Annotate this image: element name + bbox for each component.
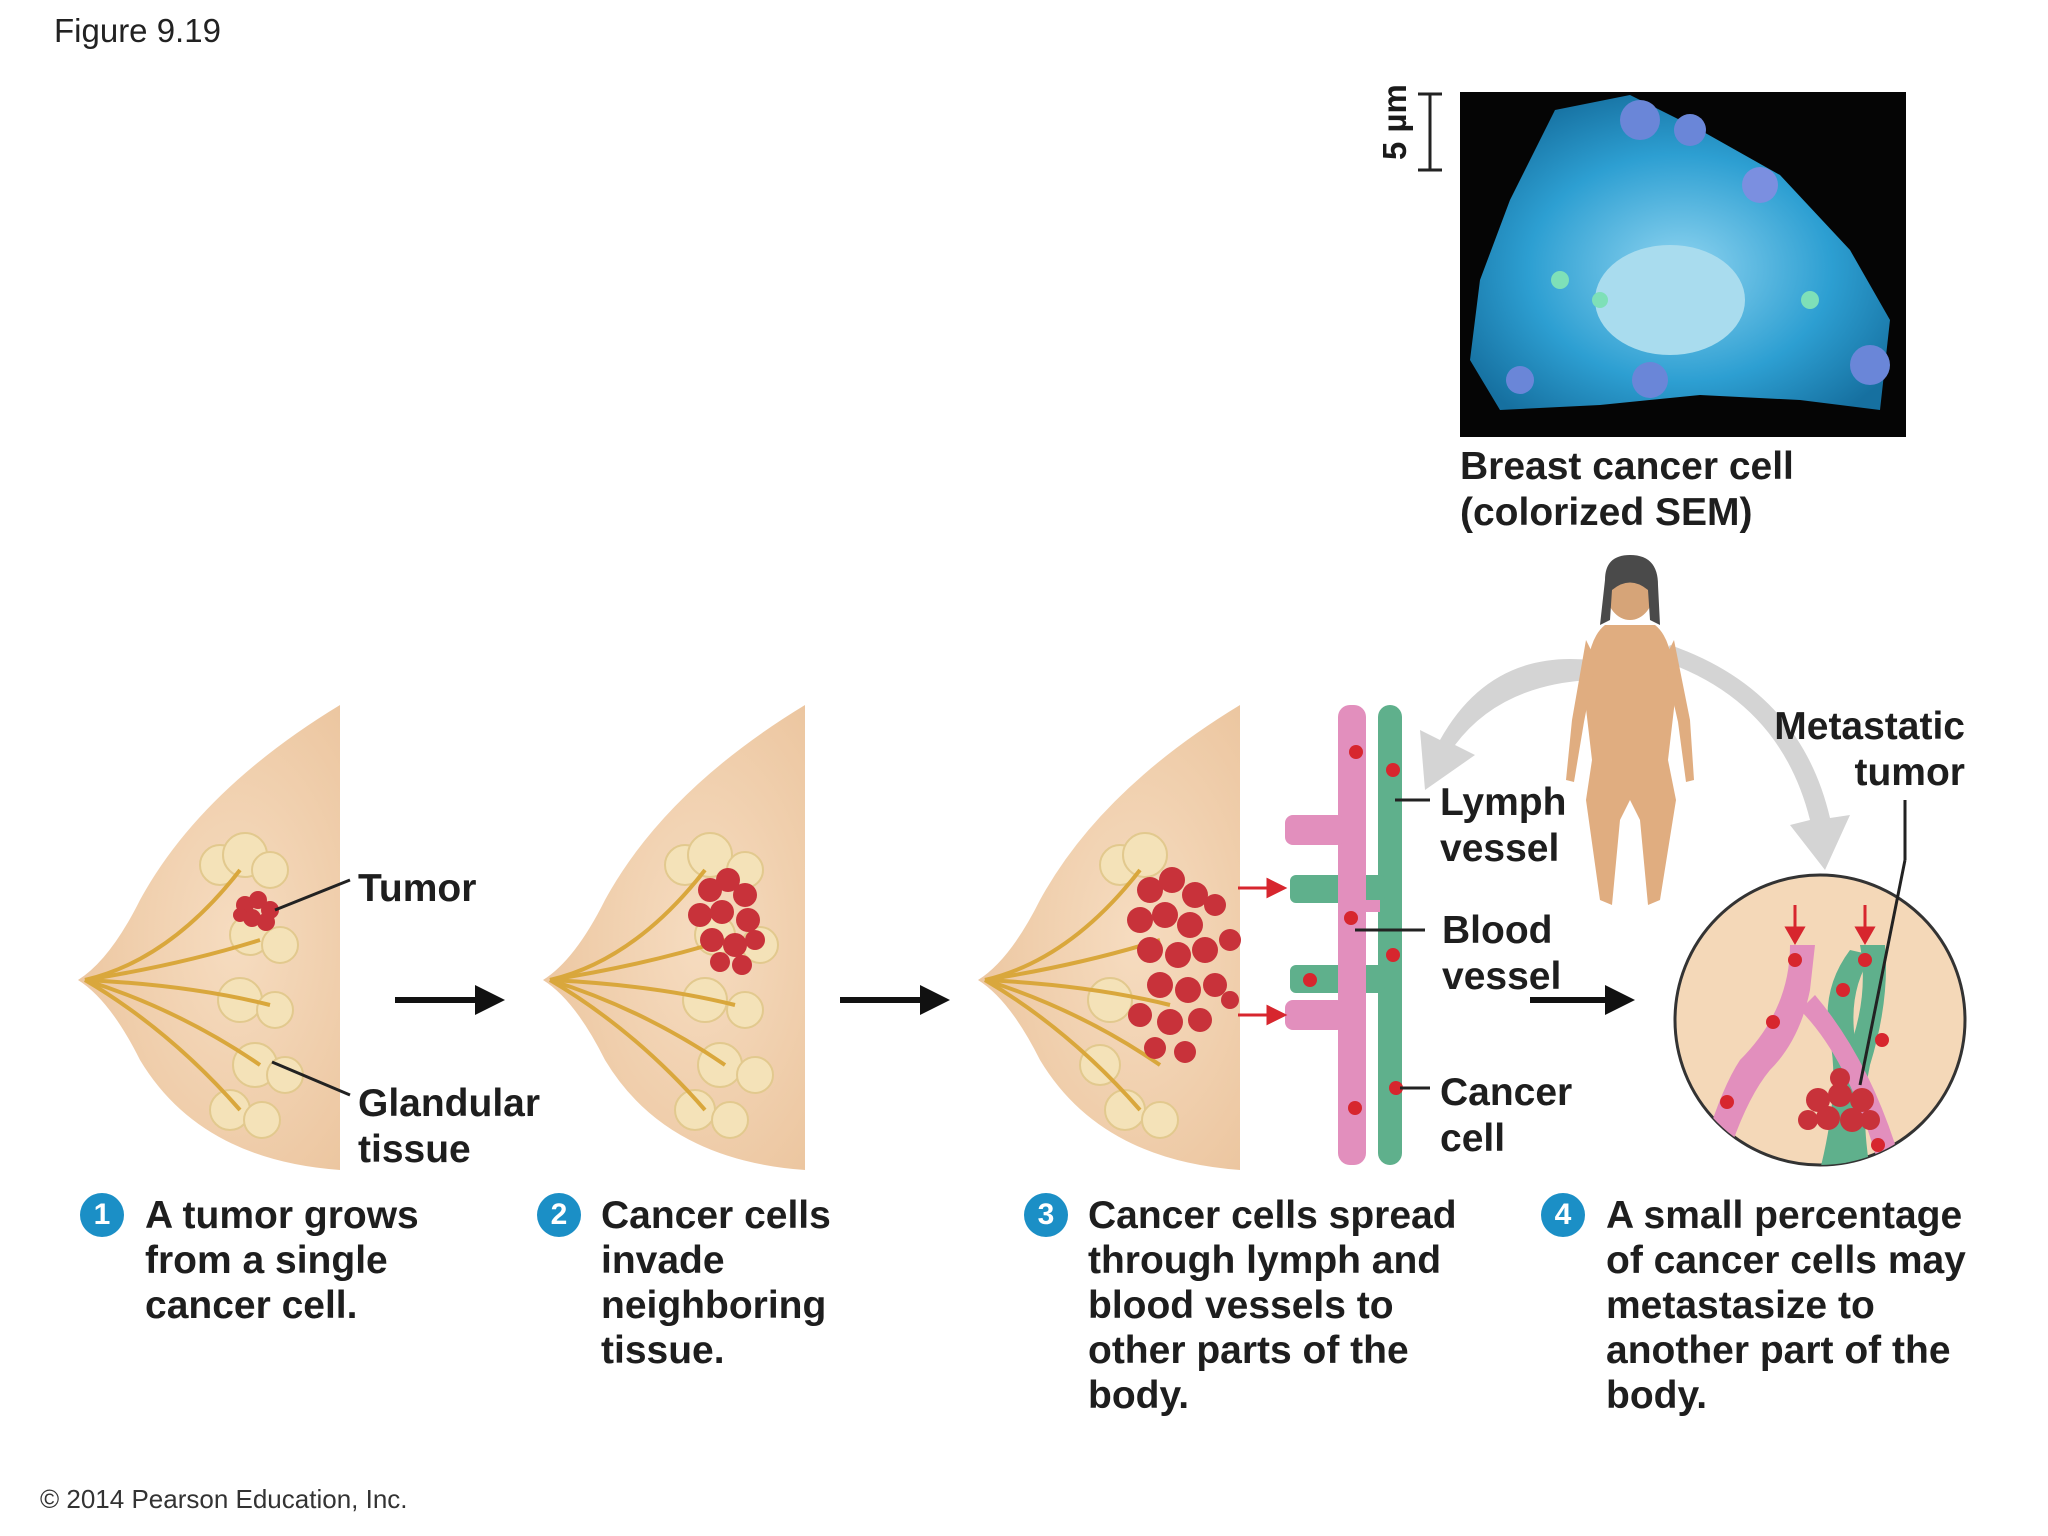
figure-title: Figure 9.19 <box>54 12 221 49</box>
metastatic-leader-2 <box>1858 859 1907 1086</box>
glandular-line1: Glandular <box>358 1082 541 1125</box>
cancer-cells-in-vessels <box>1303 745 1403 1115</box>
scale-bar <box>1418 92 1442 172</box>
sem-caption-line2: (colorized SEM) <box>1460 491 1753 534</box>
step-2-caption: Cancer cells invade neighboring tissue. <box>601 1193 831 1373</box>
metastatic-tumor-label: Metastatic tumor <box>1720 704 1965 796</box>
step-3-line: body. <box>1088 1374 1190 1417</box>
invasion-arrows <box>1238 877 1288 1026</box>
step-1-line: cancer cell. <box>145 1284 358 1327</box>
step-3-line: other parts of the <box>1088 1329 1409 1372</box>
lymph-line2: vessel <box>1440 827 1560 870</box>
step-3-line: Cancer cells spread <box>1088 1194 1457 1237</box>
copyright-notice: © 2014 Pearson Education, Inc. <box>40 1484 408 1514</box>
sem-image <box>1460 92 1906 437</box>
metastasis-inset <box>1673 873 1967 1167</box>
glandular-line2: tissue <box>358 1128 471 1171</box>
step-1-badge: 1 <box>80 1193 124 1237</box>
sem-caption-line1: Breast cancer cell <box>1460 445 1794 488</box>
step-4-line: body. <box>1606 1374 1708 1417</box>
breast-illustration-3 <box>978 705 1241 1170</box>
spread-arrows <box>1420 645 1850 870</box>
arrow-step-2-3 <box>840 985 950 1015</box>
cancer-cell-label: Cancer cell <box>1440 1070 1572 1162</box>
blood-vessel-label: Blood vessel <box>1442 908 1561 1000</box>
step-3-caption: Cancer cells spread through lymph and bl… <box>1088 1193 1457 1418</box>
step-4-line: A small percentage <box>1606 1194 1963 1237</box>
lymph-vessel-label: Lymph vessel <box>1440 780 1566 872</box>
cancer-cell-line2: cell <box>1440 1117 1506 1160</box>
tumor-label: Tumor <box>358 866 476 912</box>
sem-caption: Breast cancer cell (colorized SEM) <box>1460 444 1794 536</box>
glandular-leader <box>271 1060 351 1097</box>
step-3-line: blood vessels to <box>1088 1284 1394 1327</box>
step-1-line: from a single <box>145 1239 388 1282</box>
step-4-line: another part of the <box>1606 1329 1951 1372</box>
tumor-leader <box>274 878 351 912</box>
step-1-line: A tumor grows <box>145 1194 419 1237</box>
vessel-leaders <box>1355 798 1430 1090</box>
breast-illustration-2 <box>543 705 805 1170</box>
blood-line2: vessel <box>1442 955 1562 998</box>
arrow-step-1-2 <box>395 985 505 1015</box>
step-4-line: metastasize to <box>1606 1284 1875 1327</box>
lymph-line1: Lymph <box>1440 781 1567 824</box>
metastatic-line1: Metastatic <box>1774 705 1965 748</box>
blood-line1: Blood <box>1442 909 1553 952</box>
step-2-badge: 2 <box>537 1193 581 1237</box>
step-4-caption: A small percentage of cancer cells may m… <box>1606 1193 1966 1418</box>
step-2-line: tissue. <box>601 1329 725 1372</box>
step-4-badge: 4 <box>1541 1193 1585 1237</box>
step-3-line: through lymph and <box>1088 1239 1442 1282</box>
scale-bar-label: 5 µm <box>1376 84 1413 160</box>
cancer-cell-line1: Cancer <box>1440 1071 1573 1114</box>
breast-illustration-1 <box>78 705 340 1170</box>
blood-vessel <box>1285 705 1380 1165</box>
step-3-badge: 3 <box>1024 1193 1068 1237</box>
human-figure <box>1566 555 1694 905</box>
step-2-line: Cancer cells <box>601 1194 831 1237</box>
step-4-line: of cancer cells may <box>1606 1239 1966 1282</box>
step-2-line: neighboring <box>601 1284 827 1327</box>
step-2-line: invade <box>601 1239 725 1282</box>
tumor-label-text: Tumor <box>358 867 477 910</box>
step-1-caption: A tumor grows from a single cancer cell. <box>145 1193 419 1328</box>
arrow-step-3-4 <box>1530 985 1635 1015</box>
glandular-tissue-label: Glandular tissue <box>358 1081 540 1173</box>
metastatic-line2: tumor <box>1854 751 1966 794</box>
